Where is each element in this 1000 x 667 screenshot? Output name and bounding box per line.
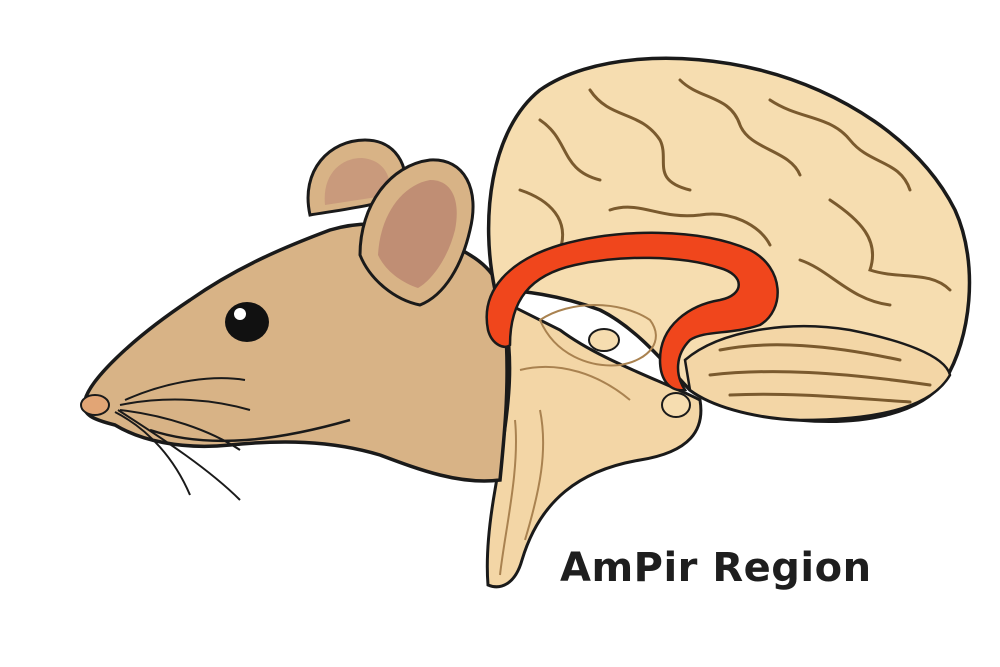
brainstem-inner-line xyxy=(499,409,545,576)
mouse-eye xyxy=(225,302,269,342)
brainstem-curve xyxy=(519,365,631,401)
mouse-nose xyxy=(80,394,110,416)
whiskers xyxy=(114,377,251,501)
mouse-jaw-line xyxy=(149,418,351,443)
midbrain-nucleus xyxy=(588,328,620,352)
region-label: AmPir Region xyxy=(560,545,872,591)
thalamus-outline xyxy=(538,304,657,367)
mouse-ear-front-inner xyxy=(378,180,457,288)
eye-highlight xyxy=(234,308,246,320)
pons-structure xyxy=(661,392,691,418)
brain-sulci xyxy=(518,78,952,404)
mouse-ear-back-inner xyxy=(324,158,391,205)
ampir-region-highlight xyxy=(485,231,779,392)
